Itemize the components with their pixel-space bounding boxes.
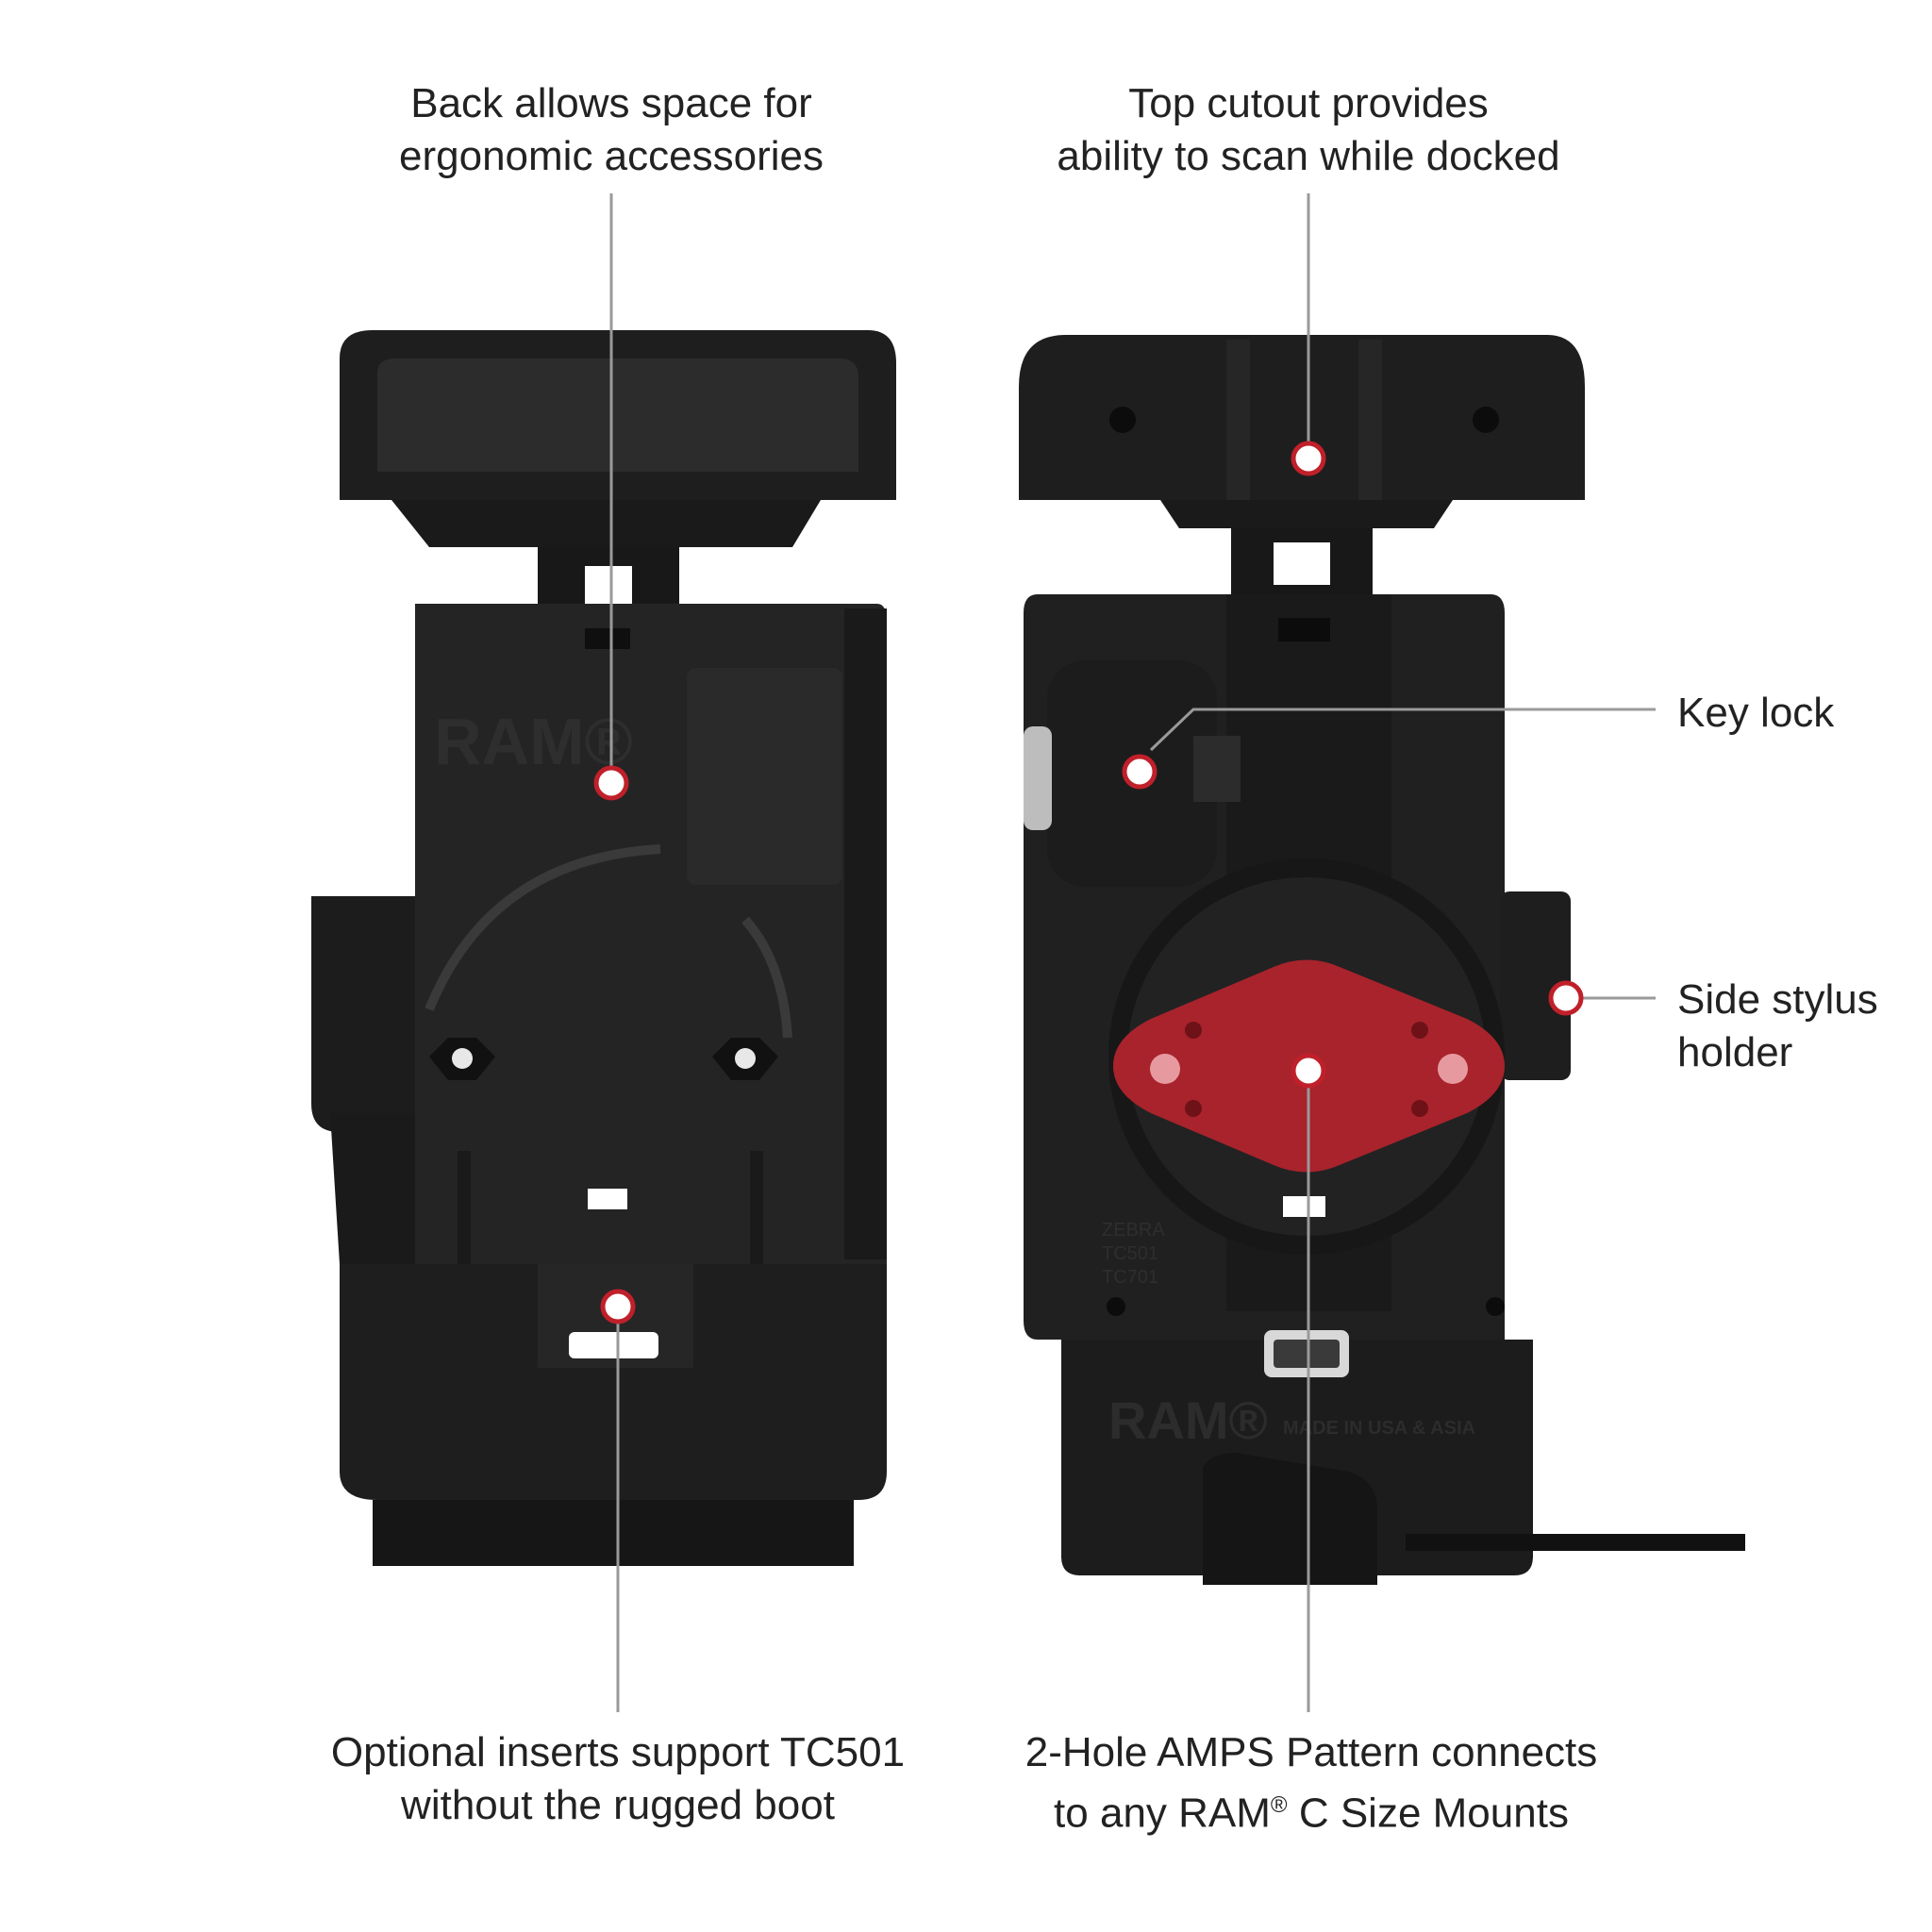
callout-amps-line2b: C Size Mounts <box>1287 1790 1569 1837</box>
callout-optional-inserts-line1: Optional inserts support TC501 <box>330 1729 906 1775</box>
callout-back-space-line1: Back allows space for <box>410 80 812 126</box>
marker-top-cutout <box>1291 441 1326 476</box>
right-cradle: RAM® MADE IN USA & ASIA ZEBRA TC501 TC70… <box>1019 335 1745 1585</box>
marker-amps <box>1291 1053 1326 1089</box>
callout-top-cutout-line2: ability to scan while docked <box>1057 133 1560 179</box>
made-in-emboss: MADE IN USA & ASIA <box>1283 1418 1475 1439</box>
marker-back-space <box>593 765 629 801</box>
callout-side-stylus: Side stylus holder <box>1677 974 1923 1079</box>
callout-amps: 2-Hole AMPS Pattern connects to any RAM®… <box>972 1726 1651 1840</box>
callout-amps-line2: to any RAM® C Size Mounts <box>972 1779 1651 1840</box>
callout-top-cutout-line1: Top cutout provides <box>1128 80 1489 126</box>
callout-key-lock-line1: Key lock <box>1677 690 1835 736</box>
callout-amps-line1: 2-Hole AMPS Pattern connects <box>1024 1729 1598 1775</box>
marker-optional-inserts <box>600 1289 636 1324</box>
marker-key-lock <box>1122 754 1158 790</box>
callout-side-stylus-line1: Side stylus <box>1677 976 1878 1023</box>
callout-optional-inserts-line2: without the rugged boot <box>401 1782 835 1828</box>
callout-top-cutout: Top cutout provides ability to scan whil… <box>997 77 1620 183</box>
callout-back-space: Back allows space for ergonomic accessor… <box>328 77 894 183</box>
callout-back-space-line2: ergonomic accessories <box>399 133 824 179</box>
model-tc501: TC501 <box>1102 1243 1158 1264</box>
callout-key-lock: Key lock <box>1677 687 1904 740</box>
marker-side-stylus <box>1548 980 1584 1016</box>
callout-optional-inserts: Optional inserts support TC501 without t… <box>283 1726 953 1832</box>
right-top-cap <box>1019 335 1585 500</box>
callout-markers <box>593 441 1584 1324</box>
left-brand-emboss: RAM® <box>434 705 633 778</box>
registered-mark: ® <box>1270 1792 1288 1818</box>
leader-lines <box>609 193 1656 1712</box>
leader-key-lock <box>1149 708 1656 752</box>
right-brand-emboss: RAM® <box>1108 1391 1268 1450</box>
callout-amps-line2a: to any RAM <box>1054 1790 1271 1837</box>
model-tc701: TC701 <box>1102 1267 1158 1288</box>
left-cradle: RAM® <box>311 330 896 1566</box>
callout-side-stylus-line2: holder <box>1677 1029 1793 1075</box>
model-zebra: ZEBRA <box>1102 1220 1165 1241</box>
